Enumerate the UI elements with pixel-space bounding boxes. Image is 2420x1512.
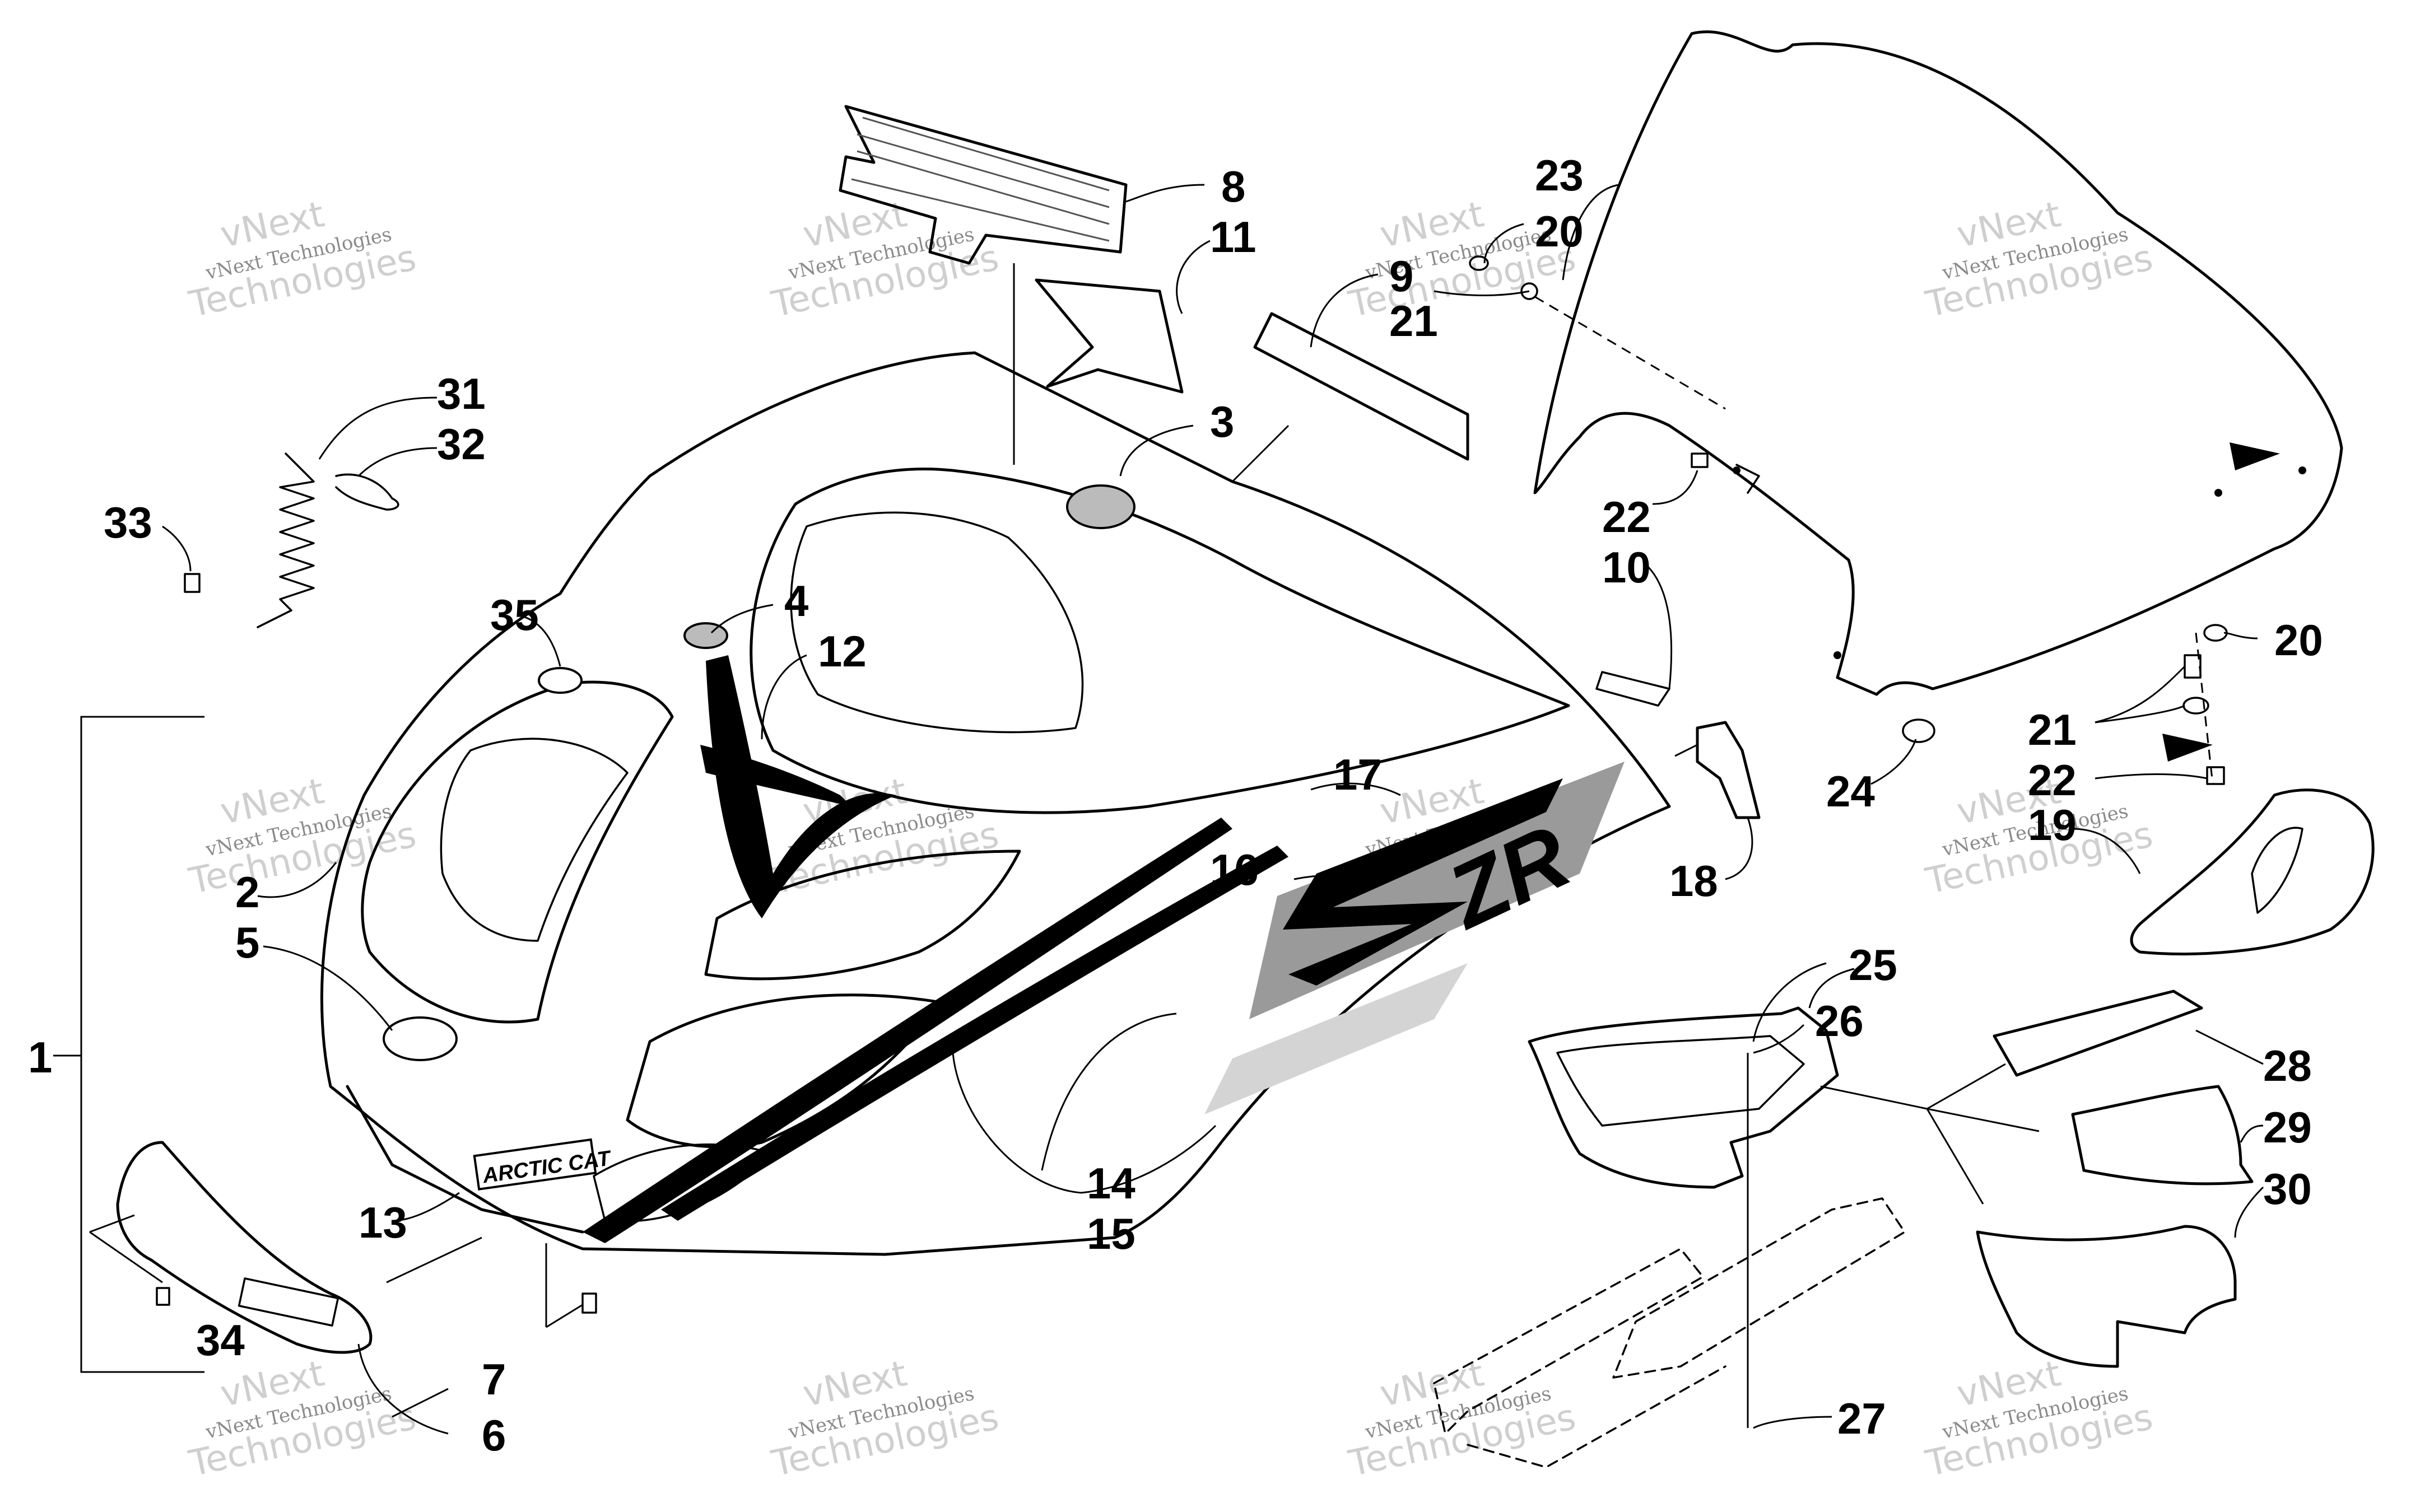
part-34-bolt — [156, 1287, 170, 1306]
callout-8: 8 — [1221, 162, 1245, 211]
windshield-bolt-hole — [1833, 651, 1841, 659]
callout-26: 26 — [1815, 996, 1864, 1046]
decal-5 — [383, 1016, 458, 1061]
callout-35: 35 — [490, 590, 539, 640]
callout-11: 11 — [1210, 212, 1256, 262]
callout-23: 23 — [1535, 151, 1584, 200]
callout-16: 16 — [1210, 845, 1259, 894]
part-28 — [1993, 990, 2203, 1077]
callouts: 1 2 3 4 5 6 7 8 9 10 11 12 13 14 15 16 1… — [28, 151, 2323, 1460]
part-29 — [2071, 1085, 2254, 1186]
callout-18: 18 — [1669, 856, 1718, 906]
decal-11 — [1035, 278, 1184, 394]
part-18 — [1696, 721, 1761, 819]
leader-lines — [162, 184, 2264, 1435]
windshield-bolt-hole — [2298, 466, 2306, 474]
callout-9: 9 — [1389, 251, 1413, 301]
callout-3: 3 — [1210, 397, 1234, 446]
callout-29: 29 — [2263, 1103, 2312, 1152]
callout-6: 6 — [482, 1411, 506, 1460]
hood-outline — [320, 351, 1671, 1256]
callout-10: 10 — [1602, 543, 1651, 592]
callout-31: 31 — [437, 369, 486, 418]
callout-5: 5 — [235, 918, 259, 967]
part-7-bolt — [581, 1292, 597, 1314]
callout-12: 12 — [818, 627, 867, 676]
part-10 — [1595, 671, 1670, 707]
hood-side-stripe-2 — [661, 846, 1288, 1221]
windshield-bolt-hole — [1733, 466, 1740, 474]
hood-inner-window — [790, 511, 1084, 734]
spring-assembly — [184, 452, 399, 628]
callout-15: 15 — [1087, 1209, 1135, 1258]
callout-1: 1 — [28, 1033, 52, 1082]
part-19 — [2130, 788, 2375, 956]
callout-20: 20 — [2274, 615, 2323, 665]
hood-windshield-opening — [750, 468, 1570, 814]
hood-side-graphic: ZR — [1204, 762, 1625, 1114]
watermark: vNext vNext Technologies Technologies — [1345, 1353, 1580, 1485]
decal-35 — [538, 667, 583, 694]
decal-8 — [839, 105, 1128, 265]
hardware-lower — [2162, 624, 2228, 785]
arctic-cat-logo-plate — [473, 1138, 597, 1191]
decal-8-texture — [851, 116, 1110, 242]
callout-21: 21 — [1389, 296, 1438, 346]
hood-side-stripe — [583, 818, 1232, 1243]
callout-4: 4 — [784, 576, 808, 626]
windshield-arrow-1 — [2230, 442, 2280, 470]
callout-33: 33 — [104, 498, 152, 547]
watermark: vNext vNext Technologies Technologies — [185, 771, 420, 903]
chassis-outline — [1433, 1197, 1906, 1468]
watermark: vNext vNext Technologies Technologies — [768, 1353, 1003, 1485]
callout-22: 22 — [1602, 492, 1651, 542]
callout-34: 34 — [196, 1315, 245, 1365]
hood-tribal-decal — [706, 655, 896, 918]
part-6-handle — [238, 1277, 339, 1327]
hood-left-inner-pod — [440, 738, 629, 942]
part-30 — [1976, 1225, 2237, 1368]
callout-7: 7 — [482, 1355, 506, 1404]
hood-tribal-decal-2 — [700, 745, 851, 806]
hardware-upper — [1469, 255, 1760, 494]
watermarks: vNext vNext Technologies Technologies vN… — [185, 194, 2157, 1485]
callout-19: 19 — [2028, 800, 2077, 850]
windshield — [1533, 30, 2343, 696]
watermark: vNext vNext Technologies Technologies — [1345, 194, 1580, 326]
decal-4 — [683, 622, 728, 649]
watermark: vNext vNext Technologies Technologies — [1922, 194, 2157, 326]
callout-28: 28 — [2263, 1041, 2312, 1090]
callout-2: 2 — [235, 867, 259, 917]
callout-14: 14 — [1087, 1159, 1135, 1208]
hood-assembly: ZR ARCTIC CAT — [320, 351, 1671, 1256]
callout-20: 20 — [1535, 207, 1584, 256]
watermark: vNext vNext Technologies Technologies — [1922, 1353, 2157, 1485]
callout-24: 24 — [1826, 767, 1875, 816]
callout-22: 22 — [2028, 755, 2077, 805]
callout-13: 13 — [359, 1198, 407, 1247]
hood-left-pod — [361, 680, 674, 1024]
hood-nose — [346, 1085, 584, 1234]
callout-32: 32 — [437, 419, 486, 469]
watermark: vNext vNext Technologies Technologies — [185, 194, 420, 326]
item-1-bracket — [80, 716, 204, 1373]
decal-3 — [1066, 484, 1135, 529]
windshield-bolt-hole — [2214, 489, 2222, 497]
decal-9 — [1253, 312, 1469, 461]
callout-21: 21 — [2028, 705, 2077, 754]
part-19-inner — [2251, 827, 2303, 914]
hood-center-duct-upper — [704, 850, 1021, 981]
part-32-clip — [335, 473, 399, 511]
part-6-bumper — [116, 1141, 373, 1354]
part-24 — [1902, 718, 1935, 743]
watermark: vNext vNext Technologies Technologies — [768, 194, 1003, 326]
callout-27: 27 — [1837, 1394, 1886, 1443]
callout-30: 30 — [2263, 1164, 2312, 1214]
belly-pan — [1528, 1006, 1839, 1189]
callout-25: 25 — [1849, 940, 1897, 990]
callout-17: 17 — [1333, 750, 1382, 799]
belly-pan-inner — [1556, 1035, 1805, 1127]
